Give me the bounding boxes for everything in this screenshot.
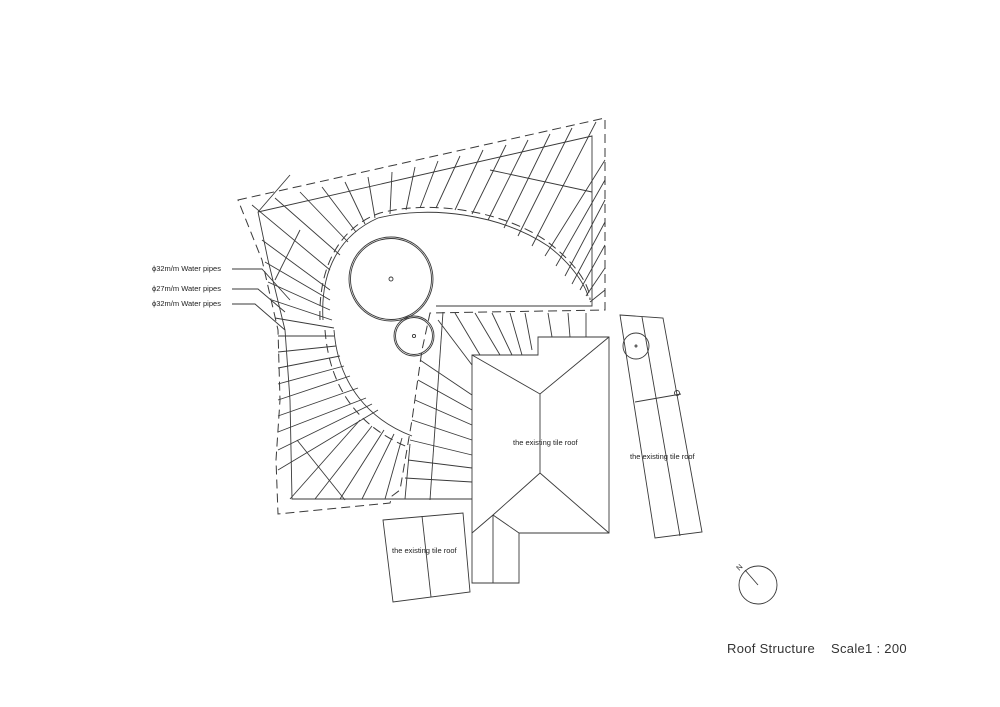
inner-solid-boundary: [257, 135, 593, 500]
callout-leaders: [232, 268, 291, 331]
drawing-title-block: Roof Structure Scale1 : 200: [727, 641, 923, 656]
outer-dashed-boundary: [237, 117, 606, 515]
right-roof-label: the existing tile roof: [630, 452, 696, 461]
left-rafters: [261, 239, 411, 501]
callout-label-3: ϕ32m/m Water pipes: [152, 299, 221, 308]
drawing-title: Roof Structure: [727, 641, 816, 656]
radial-rafters: [251, 121, 606, 303]
drawing-scale: Scale1 : 200: [831, 641, 907, 656]
callout-label-2: ϕ27m/m Water pipes: [152, 284, 221, 293]
center-tile-roof: [471, 336, 610, 584]
bottom-left-roof-label: the existing tile roof: [392, 546, 458, 555]
north-arrow-icon: [738, 565, 778, 605]
callout-label-1: ϕ32m/m Water pipes: [152, 264, 221, 273]
center-roof-label: the existing tile roof: [513, 438, 579, 447]
water-tanks: [348, 236, 435, 357]
bottom-left-tile-roof: [382, 512, 471, 603]
middle-rafters: [404, 311, 587, 501]
north-label: N: [734, 562, 744, 572]
courtyard-dashed-curve: [319, 206, 591, 449]
right-tile-roof: [619, 314, 703, 539]
